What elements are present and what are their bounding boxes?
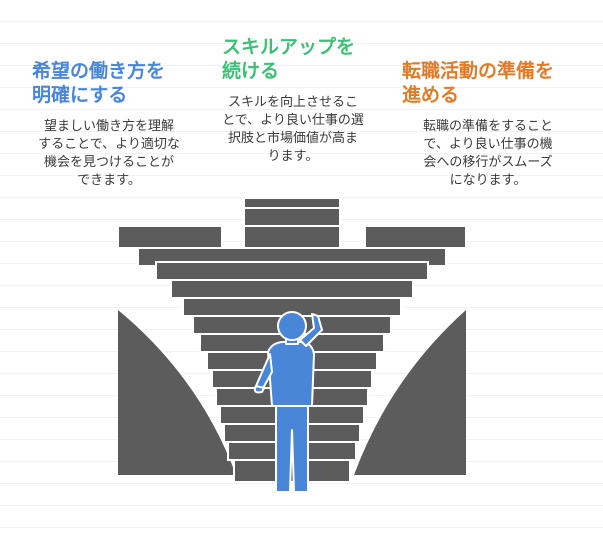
heading-clarify-work-style: 希望の働き方を 明確にする <box>32 60 166 106</box>
middle-tower <box>243 197 341 249</box>
description-prepare-job-change: 転職の準備をすること で、より良い仕事の機 会への移行がスムーズ になります。 <box>422 119 553 188</box>
right-tower <box>364 225 467 249</box>
description-keep-upskilling: スキルを向上させるこ とで、より良い仕事の選 択肢と市場価値が高ま ります。 <box>222 95 364 164</box>
stair-step <box>233 459 351 483</box>
heading-keep-upskilling: スキルアップを 続ける <box>222 36 356 82</box>
funnel-base <box>118 226 466 475</box>
description-clarify-work-style: 望ましい働き方を理解 することで、より適切な 機会を見つけることが できます。 <box>38 119 180 188</box>
stair-step <box>155 261 429 281</box>
stair-step <box>170 279 414 299</box>
heading-prepare-job-change: 転職活動の準備を 進める <box>402 60 555 106</box>
thinking-person-icon <box>253 311 323 493</box>
left-tower <box>117 225 223 249</box>
